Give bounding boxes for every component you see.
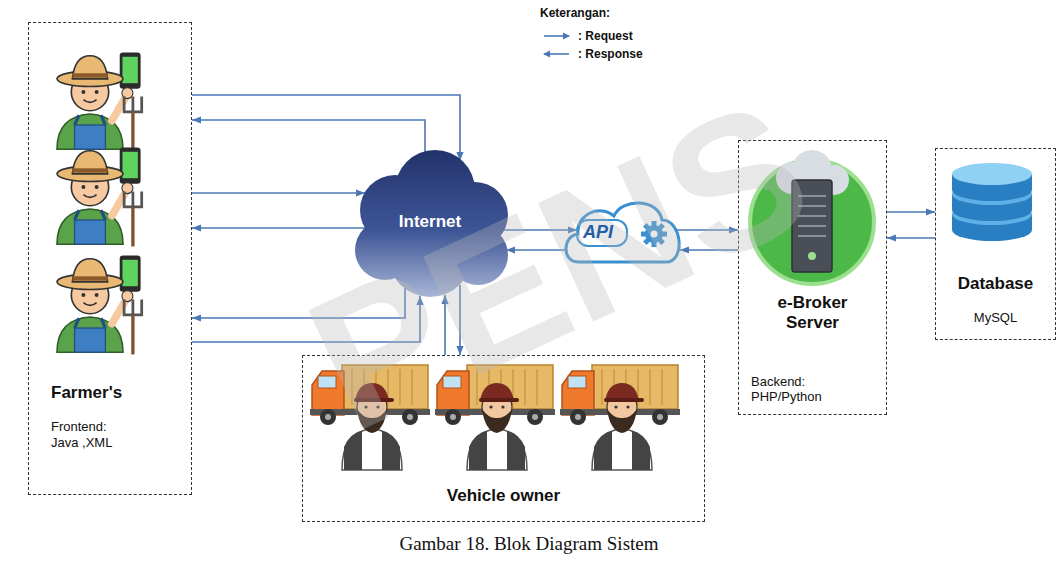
database-icon: [952, 163, 1032, 241]
response-arrow: [887, 237, 935, 239]
farmer-icon: [57, 52, 142, 151]
node-subtext: MySQL: [936, 310, 1055, 326]
node-title: Database: [936, 274, 1055, 294]
request-arrow: [192, 95, 460, 161]
farmer-icon-part: [57, 255, 142, 354]
node-title: e-Broker Server: [763, 293, 863, 334]
label-holder: Keterangan:: [540, 6, 610, 20]
legend-text: : Request: [578, 29, 633, 43]
caption-holder: Gambar 18. Blok Diagram Sistem: [0, 533, 1058, 556]
server-icon-part: [808, 252, 816, 260]
farmer-icon-part: [57, 147, 142, 246]
node-subtext: Frontend: Java ,XML: [51, 419, 129, 450]
legend-arrow-sample-part: [563, 33, 570, 40]
figure-caption: Gambar 18. Blok Diagram Sistem: [0, 533, 1058, 556]
database-icon-part: [952, 163, 1032, 185]
legend: : Request : Response: [542, 27, 643, 63]
legend-heading: Keterangan:: [540, 6, 610, 20]
node-title: API: [583, 222, 685, 244]
group-box: Farmer'sFrontend: Java ,XML: [28, 22, 192, 495]
node-title: Internet: [350, 212, 510, 232]
legend-arrow-sample-part: [543, 51, 550, 58]
response-arrow: [192, 120, 425, 152]
request-arrow: [192, 192, 365, 194]
farmer-icon: [57, 255, 142, 354]
node-subtext: Backend: PHP/Python: [751, 374, 836, 405]
node-title: Farmer's: [51, 383, 191, 403]
response-arrow: [192, 227, 365, 229]
label-holder: PENS: [284, 70, 833, 461]
watermark: PENS: [284, 70, 833, 461]
vehicle-owner-icon-part: [560, 365, 680, 470]
node-title: Vehicle owner: [303, 486, 704, 506]
legend-row: : Response: [542, 45, 643, 63]
legend-text: : Response: [578, 47, 643, 61]
database-box: DatabaseMySQL: [935, 148, 1056, 340]
request-arrow: [887, 211, 935, 213]
legend-row: : Request: [542, 27, 643, 45]
legend-arrow-sample: [542, 30, 572, 42]
farmer-icon: [57, 147, 142, 246]
farmer-icon-part: [57, 52, 142, 151]
legend-arrow-sample: [542, 48, 572, 60]
vehicle-owner-icon: [560, 365, 680, 470]
